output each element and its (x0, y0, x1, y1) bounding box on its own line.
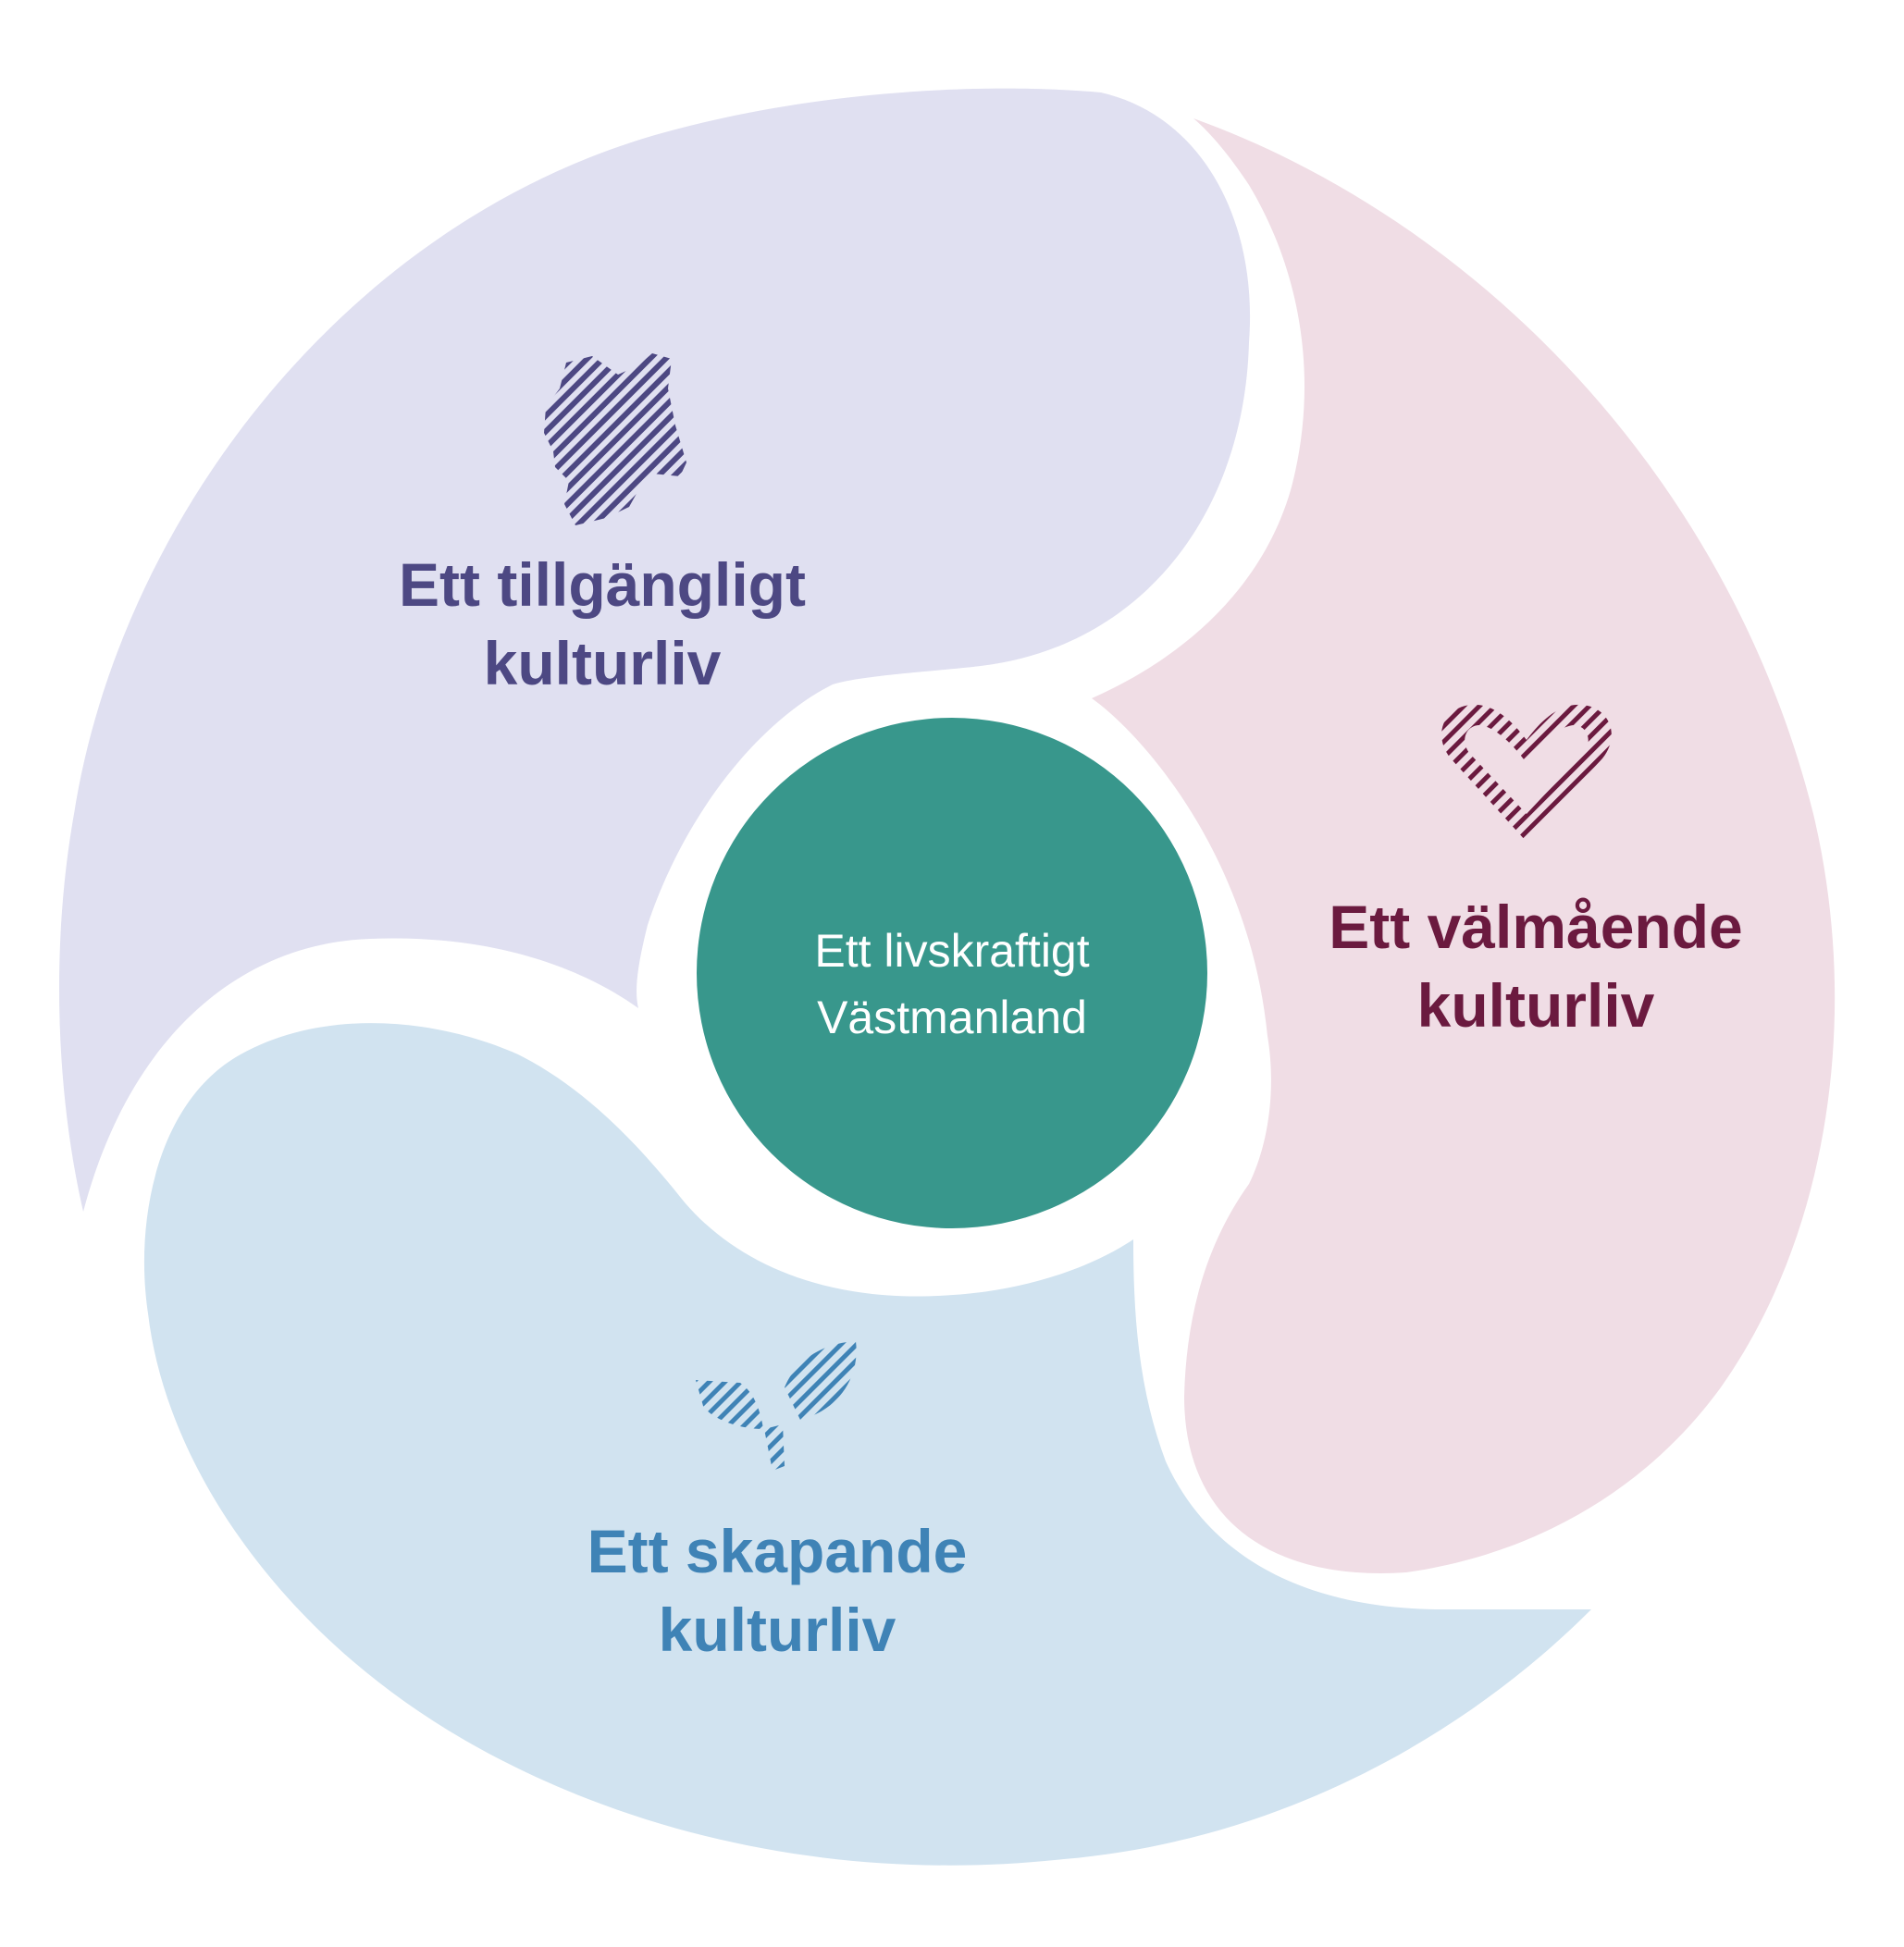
center-circle (697, 718, 1207, 1228)
right-label-line2: kulturliv (1417, 971, 1655, 1040)
segment-top (58, 88, 1251, 1212)
bottom-label-line1: Ett skapande (587, 1517, 968, 1585)
bottom-label-line2: kulturliv (659, 1596, 896, 1664)
center-label-line1: Ett livskraftigt (814, 925, 1089, 977)
sprout-icon (696, 1341, 857, 1471)
heart-icon (1441, 704, 1612, 842)
segment-bottom (143, 1023, 1591, 1866)
center-label-line2: Västmanland (817, 992, 1087, 1043)
top-label-line2: kulturliv (484, 629, 722, 697)
segment-right (1092, 118, 1836, 1573)
right-label-line1: Ett välmående (1329, 893, 1743, 961)
top-label-line1: Ett tillgängligt (399, 550, 806, 619)
region-map-icon (544, 353, 686, 525)
